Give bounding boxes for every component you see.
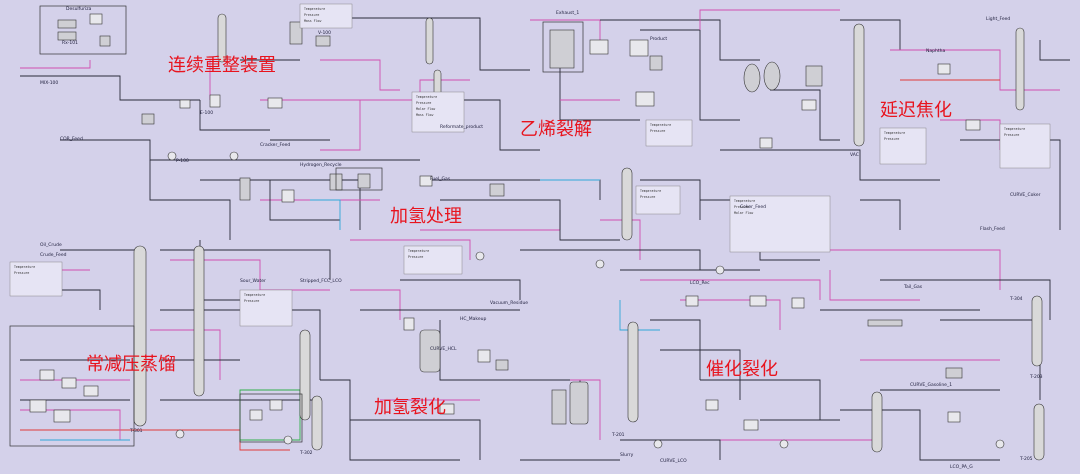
desulfurization-box <box>39 5 127 55</box>
equipment: Desulfuriza <box>9 3 1051 461</box>
svg-text:T-302: T-302 <box>299 450 313 456</box>
svg-text:CURVE_LCO: CURVE_LCO <box>660 458 687 464</box>
svg-text:Pressure: Pressure <box>14 271 29 275</box>
svg-text:Temperature: Temperature <box>244 293 265 297</box>
svg-text:CURVE_Coker: CURVE_Coker <box>1010 192 1041 198</box>
svg-text:Temperature: Temperature <box>14 265 35 269</box>
label-delayed-coking: 延迟焦化 <box>880 100 952 121</box>
atmospheric-column <box>133 245 147 427</box>
svg-text:Oil_Crude: Oil_Crude <box>40 242 62 248</box>
svg-text:Molar Flow: Molar Flow <box>416 107 435 111</box>
svg-text:Light_Feed: Light_Feed <box>986 16 1010 22</box>
svg-text:Pressure: Pressure <box>244 299 259 303</box>
desulfurization-label: Desulfuriza <box>66 6 92 12</box>
svg-text:Temperature: Temperature <box>1004 127 1025 131</box>
svg-text:Temperature: Temperature <box>884 131 905 135</box>
svg-text:Naphtha: Naphtha <box>926 48 945 54</box>
stream-labels: COR_Feed Cracker_Feed Hydrogen_Recycle E… <box>40 10 1043 470</box>
vacuum-column <box>193 245 205 397</box>
svg-text:T-301: T-301 <box>129 428 143 434</box>
svg-text:T-304: T-304 <box>1009 296 1023 302</box>
label-ethylene-cracking: 乙烯裂解 <box>520 119 592 140</box>
svg-text:HC_Makeup: HC_Makeup <box>460 316 486 322</box>
cracking-furnace <box>549 29 575 69</box>
svg-text:MIX-100: MIX-100 <box>40 80 58 86</box>
svg-text:T-203: T-203 <box>1029 374 1043 380</box>
svg-text:V-100: V-100 <box>318 30 331 36</box>
reformer-column <box>217 13 227 63</box>
svg-text:Vacuum_Residue: Vacuum_Residue <box>490 300 528 306</box>
svg-text:Pressure: Pressure <box>650 129 665 133</box>
svg-text:Tail_Gas: Tail_Gas <box>903 284 923 290</box>
svg-text:COR_Feed: COR_Feed <box>60 136 83 142</box>
svg-text:Temperature: Temperature <box>650 123 671 127</box>
label-continuous-reforming: 连续重整装置 <box>168 55 276 76</box>
svg-text:LCO_PA_G: LCO_PA_G <box>950 464 973 470</box>
svg-text:Mass Flow: Mass Flow <box>416 113 433 117</box>
svg-text:Exhaust_1: Exhaust_1 <box>556 10 579 16</box>
svg-text:Cracker_Feed: Cracker_Feed <box>260 142 290 148</box>
svg-text:Sour_Water: Sour_Water <box>240 278 266 284</box>
svg-text:Slurry: Slurry <box>620 452 634 458</box>
svg-text:Rx-101: Rx-101 <box>62 40 78 46</box>
svg-text:LCO_Rec: LCO_Rec <box>690 280 710 286</box>
svg-text:Pressure: Pressure <box>408 255 423 259</box>
unit-labels: 连续重整装置 乙烯裂解 延迟焦化 加氢处理 常减压蒸馏 加氢裂化 催化裂化 <box>86 55 952 418</box>
process-streams <box>20 9 1070 461</box>
svg-text:P-100: P-100 <box>176 158 189 164</box>
label-hydrocracking: 加氢裂化 <box>374 397 446 418</box>
label-atm-vac-distillation: 常减压蒸馏 <box>86 354 176 375</box>
hydrocracker-reactor <box>419 329 441 373</box>
svg-text:Stripped_FCC_LCO: Stripped_FCC_LCO <box>300 278 342 284</box>
svg-text:CURVE_HCL: CURVE_HCL <box>430 346 457 352</box>
svg-text:Flash_Feed: Flash_Feed <box>980 226 1005 232</box>
svg-text:Temperature: Temperature <box>304 7 325 11</box>
svg-text:T-205: T-205 <box>1019 456 1033 462</box>
svg-text:Mass Flow: Mass Flow <box>304 19 321 23</box>
svg-text:Hydrogen_Recycle: Hydrogen_Recycle <box>300 162 342 168</box>
svg-text:CURVE_Gasoline_1: CURVE_Gasoline_1 <box>910 382 952 388</box>
svg-text:VAC: VAC <box>850 152 859 158</box>
svg-text:Pressure: Pressure <box>416 101 431 105</box>
svg-text:Temperature: Temperature <box>640 189 661 193</box>
svg-text:Pressure: Pressure <box>734 205 749 209</box>
label-hydrotreating: 加氢处理 <box>390 206 462 227</box>
svg-text:Temperature: Temperature <box>734 199 755 203</box>
svg-text:Temperature: Temperature <box>408 249 429 253</box>
svg-text:Product: Product <box>650 36 667 42</box>
svg-text:Pressure: Pressure <box>884 137 899 141</box>
svg-text:T-201: T-201 <box>611 432 625 438</box>
svg-text:Coker_Feed: Coker_Feed <box>740 204 766 210</box>
svg-text:Pressure: Pressure <box>640 195 655 199</box>
svg-text:Temperature: Temperature <box>416 95 437 99</box>
label-fcc: 催化裂化 <box>706 359 778 380</box>
svg-text:Reformate_product: Reformate_product <box>440 124 483 130</box>
svg-text:Pressure: Pressure <box>1004 133 1019 137</box>
coker-fractionator <box>853 23 865 147</box>
svg-text:E-100: E-100 <box>200 110 213 116</box>
svg-text:Pressure: Pressure <box>304 13 319 17</box>
svg-text:Fuel_Gas: Fuel_Gas <box>430 176 451 182</box>
data-tables: Temperature Pressure Mass Flow Temperatu… <box>14 7 1025 303</box>
svg-text:Molar Flow: Molar Flow <box>734 211 753 215</box>
fcc-main-fractionator <box>627 321 639 423</box>
svg-text:Crude_Feed: Crude_Feed <box>40 252 67 258</box>
